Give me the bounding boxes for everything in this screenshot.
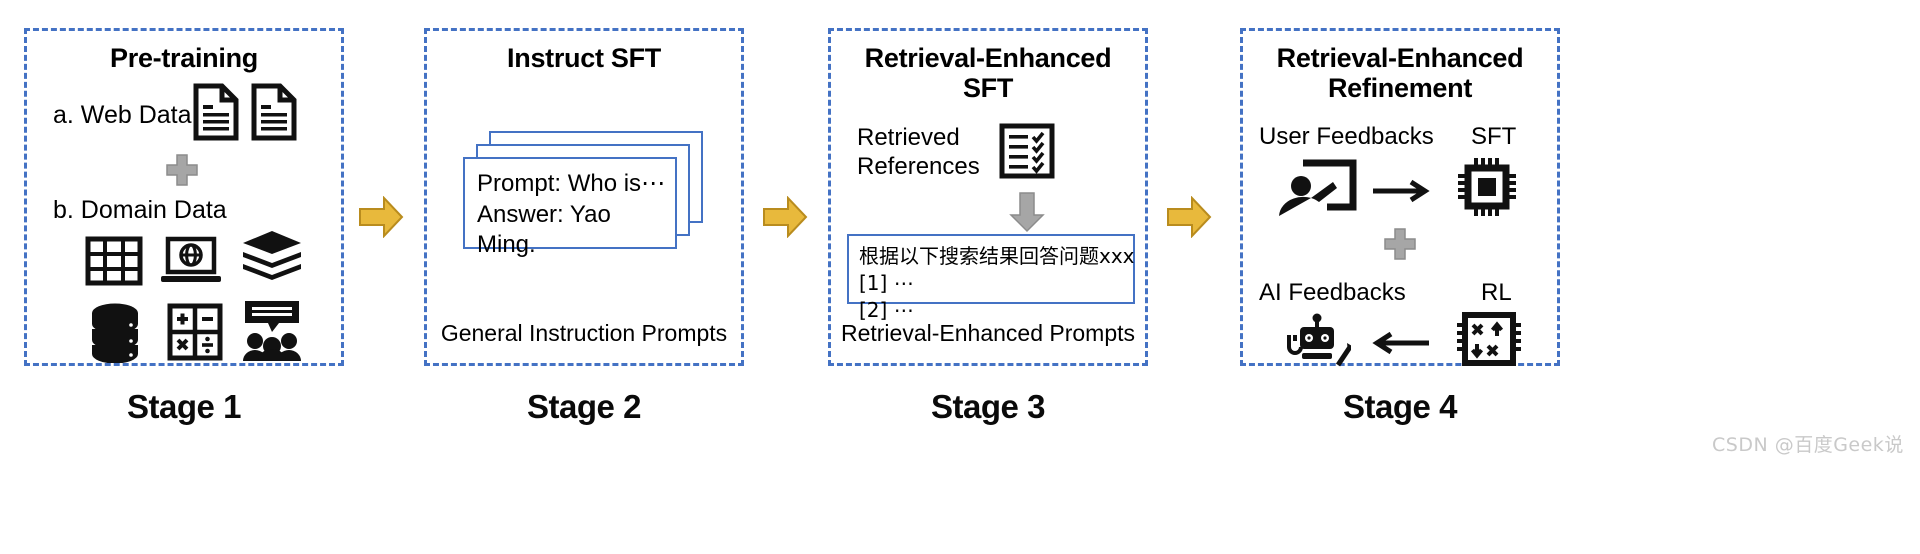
stage-4-label: Stage 4	[1343, 388, 1457, 425]
stage-3-title: Retrieval-Enhanced SFT	[864, 43, 1112, 104]
stage-1-row-b-label: b. Domain Data	[53, 196, 227, 224]
database-icon	[89, 301, 141, 363]
stage-1-label: Stage 1	[127, 388, 241, 425]
ai-feedbacks-label: AI Feedbacks	[1259, 279, 1406, 306]
stage-3-footer: Retrieval-Enhanced Prompts	[840, 320, 1136, 346]
rl-grid-icon	[1457, 311, 1521, 369]
user-feedbacks-label: User Feedbacks	[1259, 123, 1434, 150]
stage-3-label: Stage 3	[931, 388, 1045, 425]
csdn-watermark: CSDN @百度Geek说	[1712, 434, 1904, 456]
flow-arrow-2-icon	[762, 195, 808, 239]
stage-2-footer: General Instruction Prompts	[440, 320, 728, 346]
books-icon	[241, 229, 303, 287]
stage-1-title: Pre-training	[110, 43, 258, 73]
document-icon	[193, 83, 239, 141]
user-presenting-icon	[1275, 159, 1357, 217]
flow-arrow-1-icon	[358, 195, 404, 239]
stage-1-panel: Pre-training a. Web Data	[24, 28, 344, 366]
stage-2-label: Stage 2	[527, 388, 641, 425]
retrieval-prompt-line-3: [2] ⋯	[859, 297, 914, 322]
stage-2-title: Instruct SFT	[507, 43, 661, 73]
rl-label: RL	[1481, 279, 1512, 306]
laptop-globe-icon	[161, 236, 221, 286]
prompt-card-front[interactable]: Prompt: Who is⋯ Answer: Yao Ming.	[463, 157, 677, 258]
retrieval-prompt-line-1: 根据以下搜索结果回答问题xxx	[859, 244, 1135, 268]
plus-icon	[165, 153, 199, 187]
flow-arrow-3-icon	[1166, 195, 1212, 239]
retrieval-prompt-box[interactable]: 根据以下搜索结果回答问题xxx [1] ⋯ [2] ⋯	[847, 234, 1135, 322]
document-icon	[251, 83, 297, 141]
calculator-icon	[167, 303, 223, 361]
right-arrow-icon	[1371, 179, 1431, 208]
stage-4-panel: Retrieval-Enhanced Refinement User Feedb…	[1240, 28, 1560, 369]
sft-label: SFT	[1471, 123, 1517, 150]
down-arrow-icon	[1009, 191, 1045, 238]
prompt-card-stack: Prompt: Who is⋯ Answer: Yao Ming.	[459, 131, 709, 261]
plus-icon	[1383, 227, 1417, 261]
stage-3-panel: Retrieval-Enhanced SFT Retrieved Referen…	[828, 28, 1148, 366]
robot-icon	[1283, 313, 1351, 369]
retrieved-references-label: Retrieved References	[857, 124, 980, 181]
prompt-card-text: Prompt: Who is⋯ Answer: Yao Ming.	[477, 170, 666, 259]
stage-2-panel: Instruct SFT Prompt: Who is⋯ Answer: Yao…	[424, 28, 744, 366]
stage-4-title: Retrieval-Enhanced Refinement	[1276, 43, 1524, 104]
left-arrow-icon	[1371, 331, 1431, 360]
checklist-icon	[999, 123, 1055, 179]
stage-1-row-a-label: a. Web Data	[53, 101, 192, 129]
table-icon	[85, 236, 143, 286]
forum-people-icon	[241, 299, 303, 361]
retrieval-prompt-line-2: [1] ⋯	[859, 270, 914, 295]
chip-icon	[1455, 155, 1519, 219]
